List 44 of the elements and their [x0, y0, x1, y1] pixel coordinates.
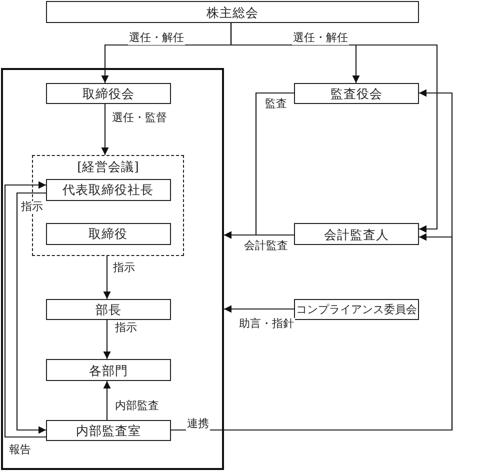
arrow: [230, 23, 438, 233]
box-label: 取締役会: [82, 86, 134, 101]
box-label: 監査役会: [330, 86, 382, 101]
arrow: [101, 104, 109, 155]
edge-label: 監査: [264, 98, 288, 111]
org-box: [46, 359, 171, 381]
edge-label: 報告: [8, 444, 32, 457]
edge-label: 選任・解任: [128, 32, 185, 45]
arrow: [16, 192, 46, 434]
org-box: [46, 299, 171, 320]
box-label: コンプライアンス委員会: [296, 302, 417, 316]
edge-label: 指示: [112, 262, 136, 275]
edge-label: 会計監査: [243, 240, 289, 253]
edge-label: 内部監査: [114, 400, 160, 413]
org-box: [294, 83, 419, 104]
edge-label: 選任・監督: [111, 112, 168, 125]
arrow: [103, 320, 111, 359]
org-box: [46, 222, 170, 244]
org-box: [46, 1, 419, 23]
arrow: [103, 381, 111, 420]
org-box: [46, 178, 170, 200]
meeting-group-frame: [32, 155, 184, 256]
org-box: [294, 223, 419, 245]
arrow: [4, 181, 46, 438]
org-box: [46, 420, 171, 441]
org-box: [46, 83, 171, 104]
box-label: 代表取締役社長: [62, 182, 154, 197]
edge-label: 選任・解任: [292, 32, 349, 45]
edge-label: 指示: [20, 201, 44, 214]
box-label: 内部監査室: [76, 423, 141, 438]
arrow: [224, 231, 294, 239]
org-box: [294, 299, 419, 320]
box-label: 取締役: [88, 226, 128, 241]
arrow: [224, 305, 294, 313]
company-frame: [1, 68, 224, 470]
box-label: 会計監査人: [324, 226, 389, 242]
box-label: 各部門: [89, 362, 128, 378]
edge-label: 助言・指針: [238, 318, 295, 331]
box-label: 株主総会: [206, 4, 258, 20]
edge-label: 連携: [186, 418, 210, 431]
edge-label: 指示: [114, 322, 138, 335]
box-label: 部長: [96, 302, 122, 317]
group-heading: [経営会議]: [77, 159, 139, 174]
arrow: [103, 256, 111, 299]
